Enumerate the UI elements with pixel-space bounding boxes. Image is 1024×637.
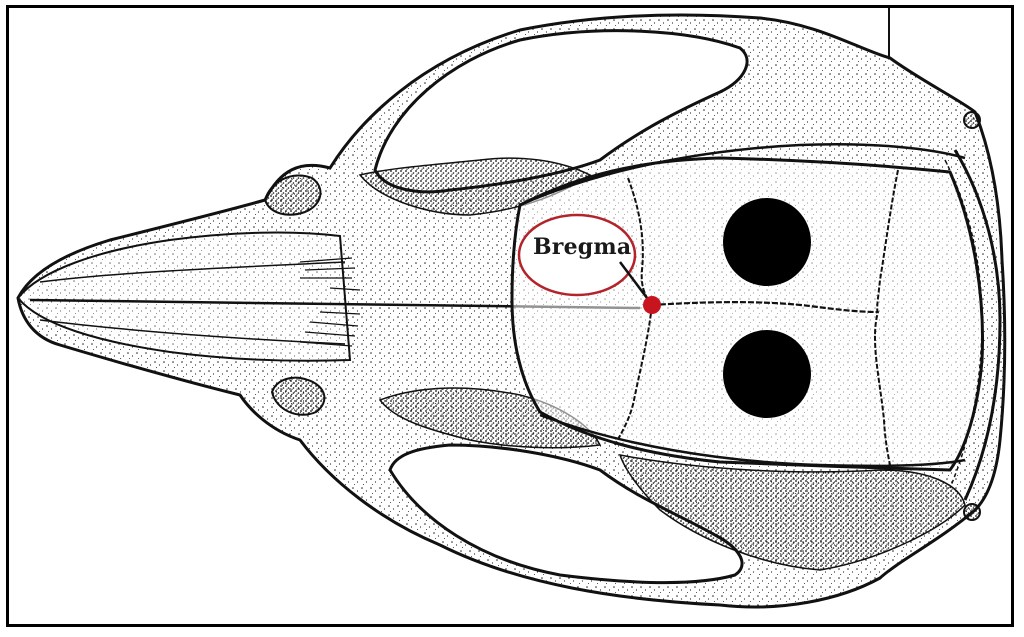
upper-occipital-knob <box>964 112 980 128</box>
lower-burr-hole <box>723 330 811 418</box>
upper-nasal-notch <box>265 175 320 214</box>
bregma-marker <box>643 296 661 314</box>
bregma-label: Bregma <box>533 234 629 260</box>
upper-burr-hole <box>723 198 811 286</box>
lower-occipital-knob <box>964 504 980 520</box>
